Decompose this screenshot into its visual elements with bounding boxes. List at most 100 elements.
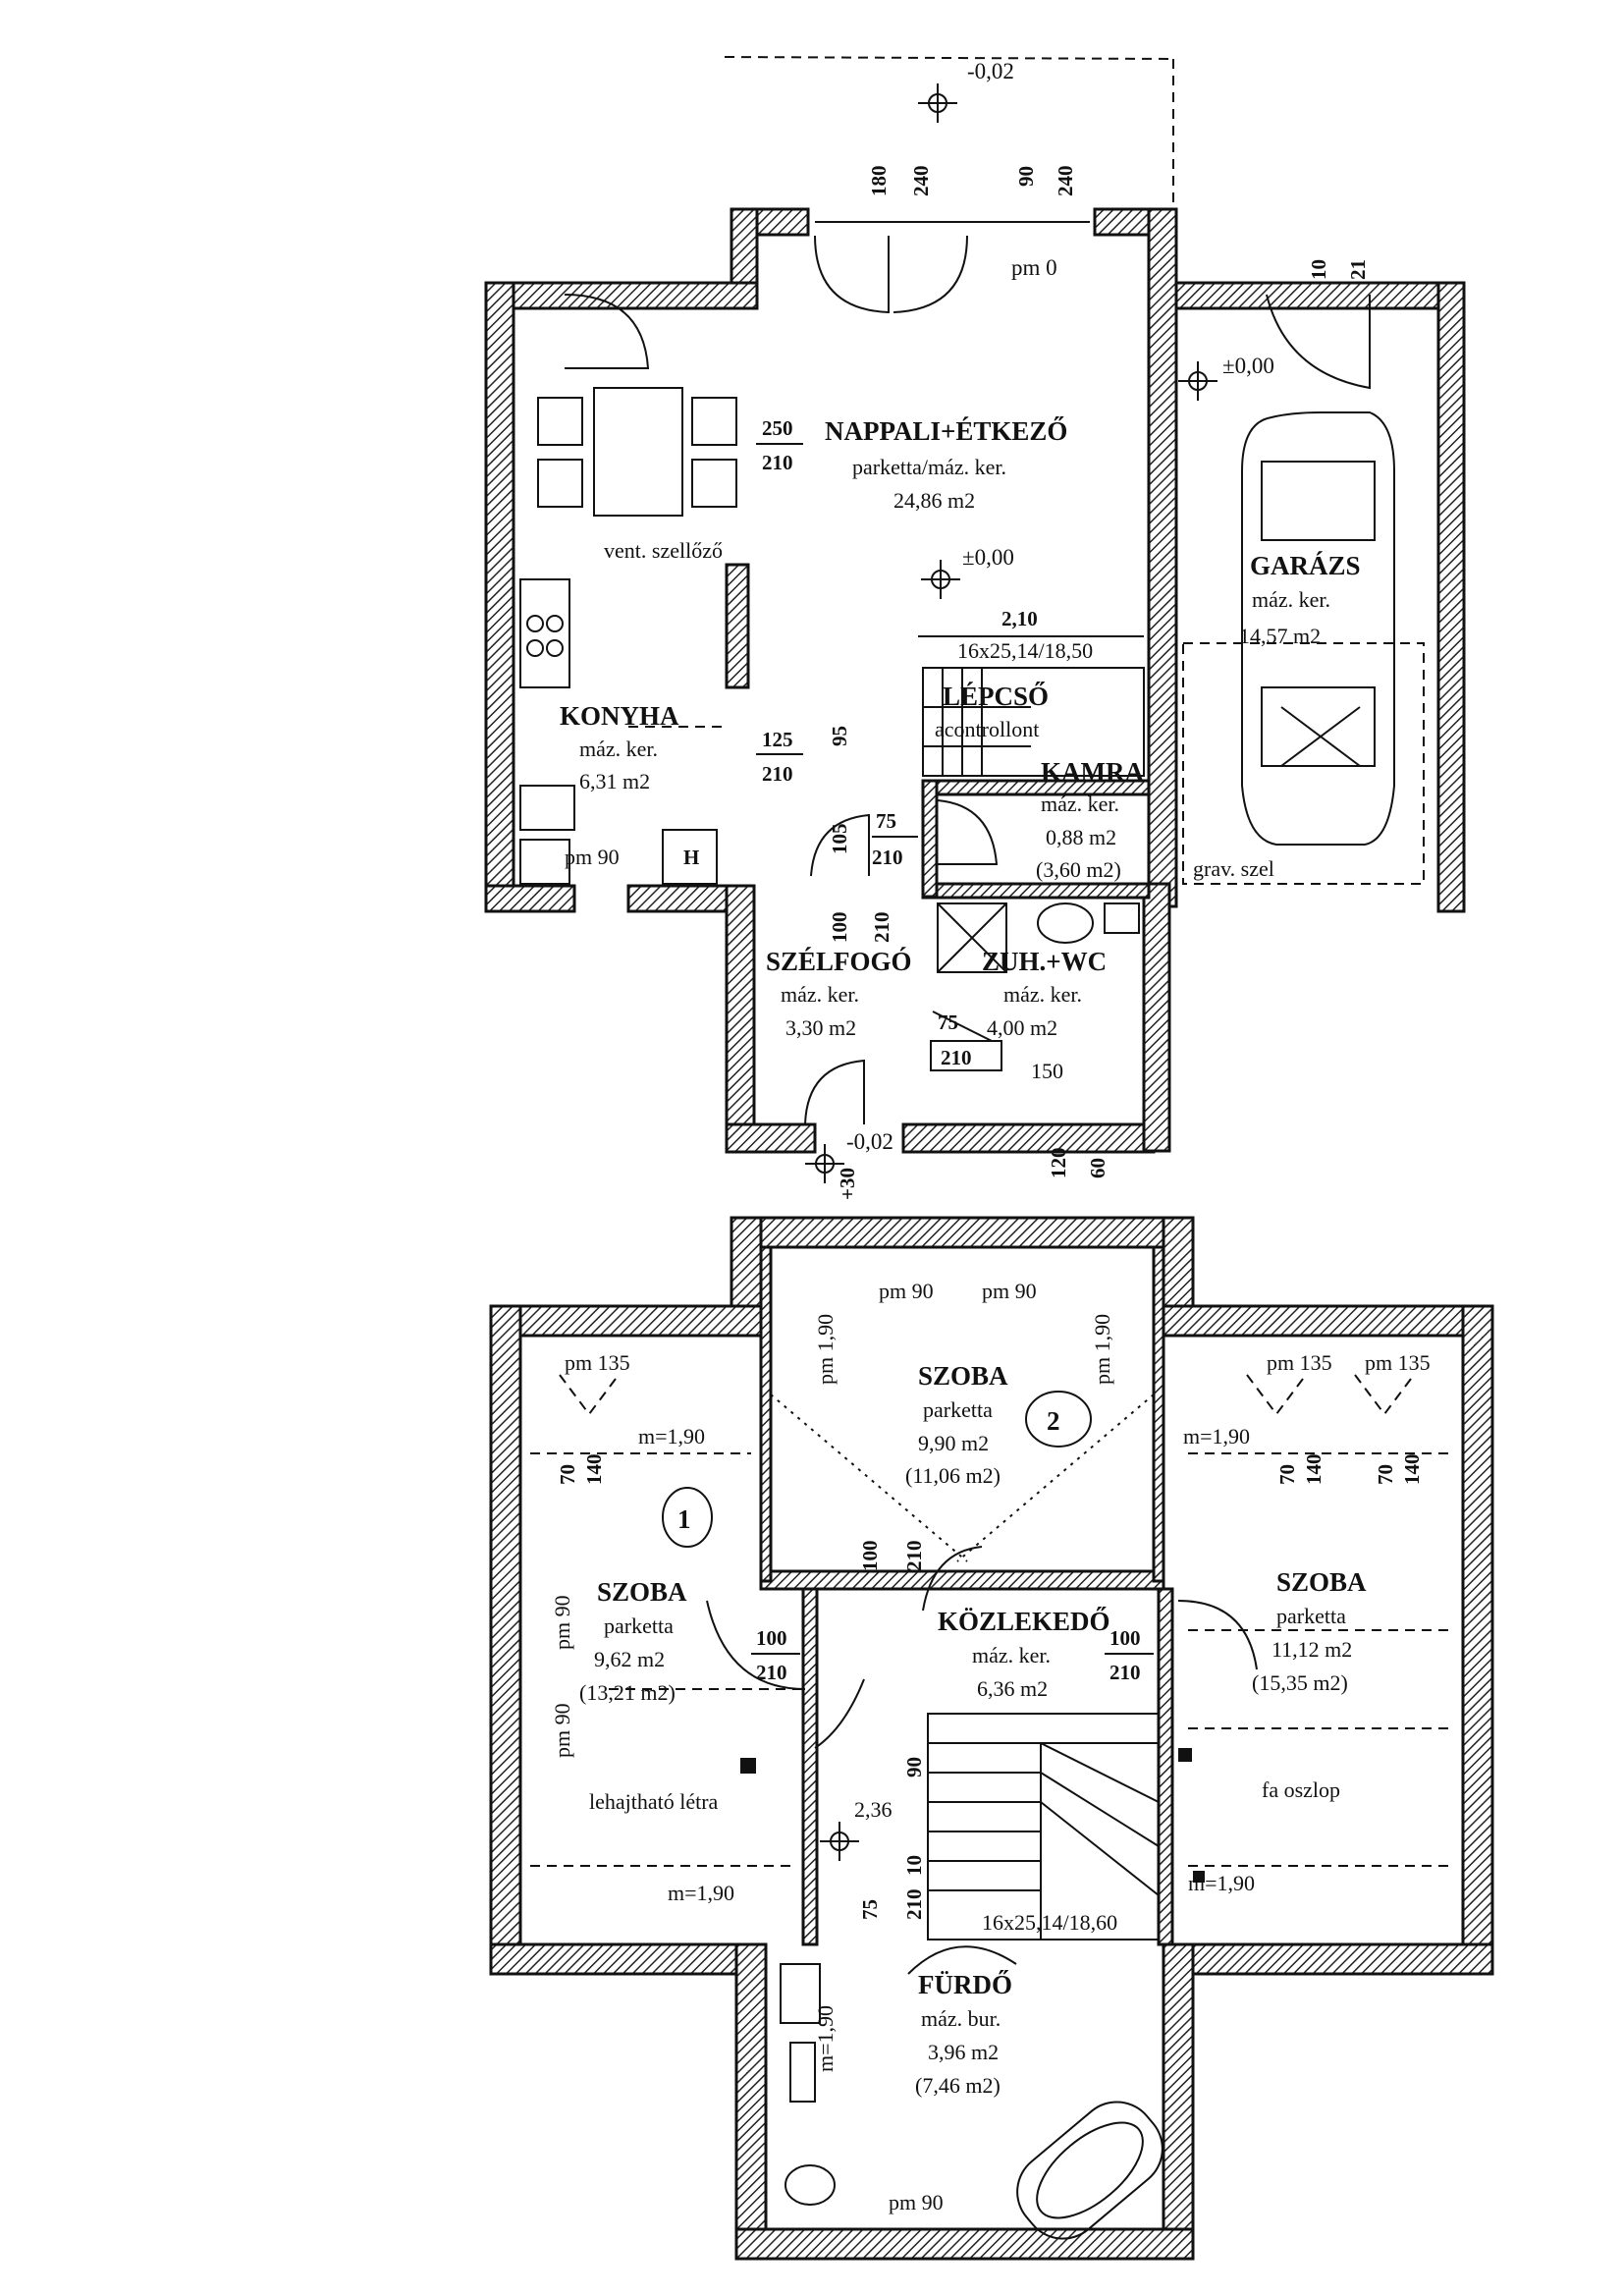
dim-2-10: 2,10 — [1001, 607, 1038, 630]
dim-70c: 70 — [1374, 1464, 1397, 1485]
dim-240b: 240 — [1054, 166, 1077, 197]
dim-10-upper: 10 — [902, 1855, 926, 1876]
pm90-left: pm 90 — [879, 1279, 934, 1303]
room-area2-kamra: (3,60 m2) — [1036, 857, 1121, 882]
room-name-szoba2: SZOBA — [918, 1361, 1008, 1391]
room-area-szoba1: 9,62 m2 — [594, 1647, 665, 1671]
room-floor-kamra: máz. ker. — [1041, 792, 1119, 816]
room-name-zuhany: ZUH.+WC — [982, 947, 1107, 976]
height-236: 2,36 — [854, 1797, 893, 1822]
room-area-konyha: 6,31 m2 — [579, 769, 650, 793]
upper-floor-plan: pm 90 pm 90 pm 1,90 pm 1,90 pm 135 pm 13… — [489, 1216, 1494, 2261]
level-pm0: pm 0 — [1011, 255, 1057, 280]
m190-c: m=1,90 — [668, 1881, 734, 1905]
dim-210a: 210 — [762, 451, 793, 474]
room-floor-nappali: parketta/máz. ker. — [852, 455, 1006, 479]
dim-210-szoba1: 210 — [756, 1661, 787, 1684]
dim-21: 21 — [1346, 259, 1370, 280]
upper-stairs — [927, 1713, 1160, 1941]
dim-210f: 210 — [941, 1046, 972, 1069]
level-nappali: ±0,00 — [962, 545, 1014, 570]
upper-floor-walls — [489, 1216, 1494, 2261]
dim-100a: 100 — [828, 912, 851, 944]
room-floor-szoba3: parketta — [1276, 1604, 1346, 1628]
dim-plus30: +30 — [836, 1168, 859, 1200]
room-area-furdo: 3,96 m2 — [928, 2040, 999, 2064]
dim-210e: 210 — [870, 912, 893, 944]
room-note-lepcso: acontrollont — [935, 717, 1039, 741]
dim-105: 105 — [828, 824, 851, 855]
pm190-left: pm 1,90 — [813, 1314, 838, 1385]
room-name-szoba1: SZOBA — [597, 1577, 687, 1607]
ground-floor-walls — [484, 207, 1466, 1154]
dim-90-upper: 90 — [902, 1757, 926, 1777]
ground-stairs — [922, 667, 1145, 777]
pm90-furdo: pm 90 — [889, 2190, 944, 2214]
room-floor-furdo: máz. bur. — [921, 2006, 1001, 2031]
room-area-kozlekedo: 6,36 m2 — [977, 1676, 1048, 1701]
room-area-zuhany: 4,00 m2 — [987, 1015, 1057, 1040]
room-floor-kozlekedo: máz. ker. — [972, 1643, 1051, 1667]
dim-210d: 210 — [872, 846, 903, 869]
dim-95: 95 — [828, 726, 851, 746]
ground-floor-plan: -0,02 pm 0 ±0,00 ±0,00 -0,02 180 240 90 … — [484, 56, 1466, 1200]
room-floor-zuhany: máz. ker. — [1003, 982, 1082, 1007]
dim-90: 90 — [1014, 166, 1038, 187]
dim-210-upper: 210 — [902, 1889, 926, 1921]
level-marker-icon — [805, 83, 1217, 1183]
dim-75-upper: 75 — [858, 1899, 882, 1920]
room-area-kamra: 0,88 m2 — [1046, 825, 1116, 849]
room-area2-furdo: (7,46 m2) — [915, 2073, 1001, 2098]
pm90-szoba1b: pm 90 — [550, 1703, 574, 1758]
m190-e: m=1,90 — [813, 2005, 838, 2072]
room-num-szoba2: 2 — [1047, 1406, 1060, 1436]
dim-75a: 75 — [876, 809, 896, 833]
dim-140a: 140 — [582, 1454, 606, 1486]
pm135-right: pm 135 — [1365, 1350, 1431, 1375]
upper-stair-note: 16x25,14/18,60 — [982, 1910, 1117, 1935]
room-name-furdo: FÜRDŐ — [918, 1969, 1012, 1999]
room-area-garazs: 14,57 m2 — [1239, 624, 1321, 648]
dim-140c: 140 — [1400, 1454, 1424, 1486]
room-floor-szoba2: parketta — [923, 1397, 993, 1422]
dim-120: 120 — [1047, 1148, 1070, 1179]
room-area2-szoba2: (11,06 m2) — [905, 1463, 1001, 1488]
level-entrance: -0,02 — [846, 1129, 893, 1154]
room-name-szoba3: SZOBA — [1276, 1567, 1367, 1597]
room-area-szoba2: 9,90 m2 — [918, 1431, 989, 1455]
h-label: H — [683, 846, 699, 869]
dim-210-szoba2: 210 — [902, 1541, 926, 1572]
room-num-szoba1: 1 — [677, 1504, 691, 1534]
dim-75b: 75 — [938, 1011, 958, 1034]
dim-250: 250 — [762, 416, 793, 440]
dim-150: 150 — [1031, 1059, 1063, 1083]
dim-180: 180 — [867, 166, 891, 197]
pm135-mid: pm 135 — [1267, 1350, 1332, 1375]
dim-210c: 210 — [762, 762, 793, 786]
pm135-left: pm 135 — [565, 1350, 630, 1375]
room-name-kozlekedo: KÖZLEKEDŐ — [938, 1606, 1110, 1636]
dim-70b: 70 — [1275, 1464, 1299, 1485]
vent-note: vent. szellőző — [604, 538, 723, 563]
room-name-kamra: KAMRA — [1041, 757, 1144, 787]
dim-125: 125 — [762, 728, 793, 751]
room-floor-garazs: máz. ker. — [1252, 587, 1330, 612]
dining-table — [537, 294, 737, 517]
room-area2-szoba3: (15,35 m2) — [1252, 1670, 1348, 1695]
dim-210-szoba3: 210 — [1109, 1661, 1141, 1684]
room-floor-szoba1: parketta — [604, 1613, 674, 1638]
ladder-note: lehajtható létra — [589, 1789, 719, 1814]
room-name-szelfogo: SZÉLFOGÓ — [766, 947, 912, 976]
dim-140b: 140 — [1302, 1454, 1325, 1486]
ground-stair-note: 16x25,14/18,50 — [957, 638, 1093, 663]
m190-a: m=1,90 — [638, 1424, 705, 1449]
level-garage: ±0,00 — [1222, 354, 1274, 378]
m190-d: m=1,90 — [1188, 1871, 1255, 1895]
room-floor-konyha: máz. ker. — [579, 737, 658, 761]
dim-240a: 240 — [909, 166, 933, 197]
room-area-szelfogo: 3,30 m2 — [785, 1015, 856, 1040]
dim-100-szoba2: 100 — [858, 1541, 882, 1572]
room-name-konyha: KONYHA — [560, 701, 679, 731]
pm90-note: pm 90 — [565, 845, 620, 869]
